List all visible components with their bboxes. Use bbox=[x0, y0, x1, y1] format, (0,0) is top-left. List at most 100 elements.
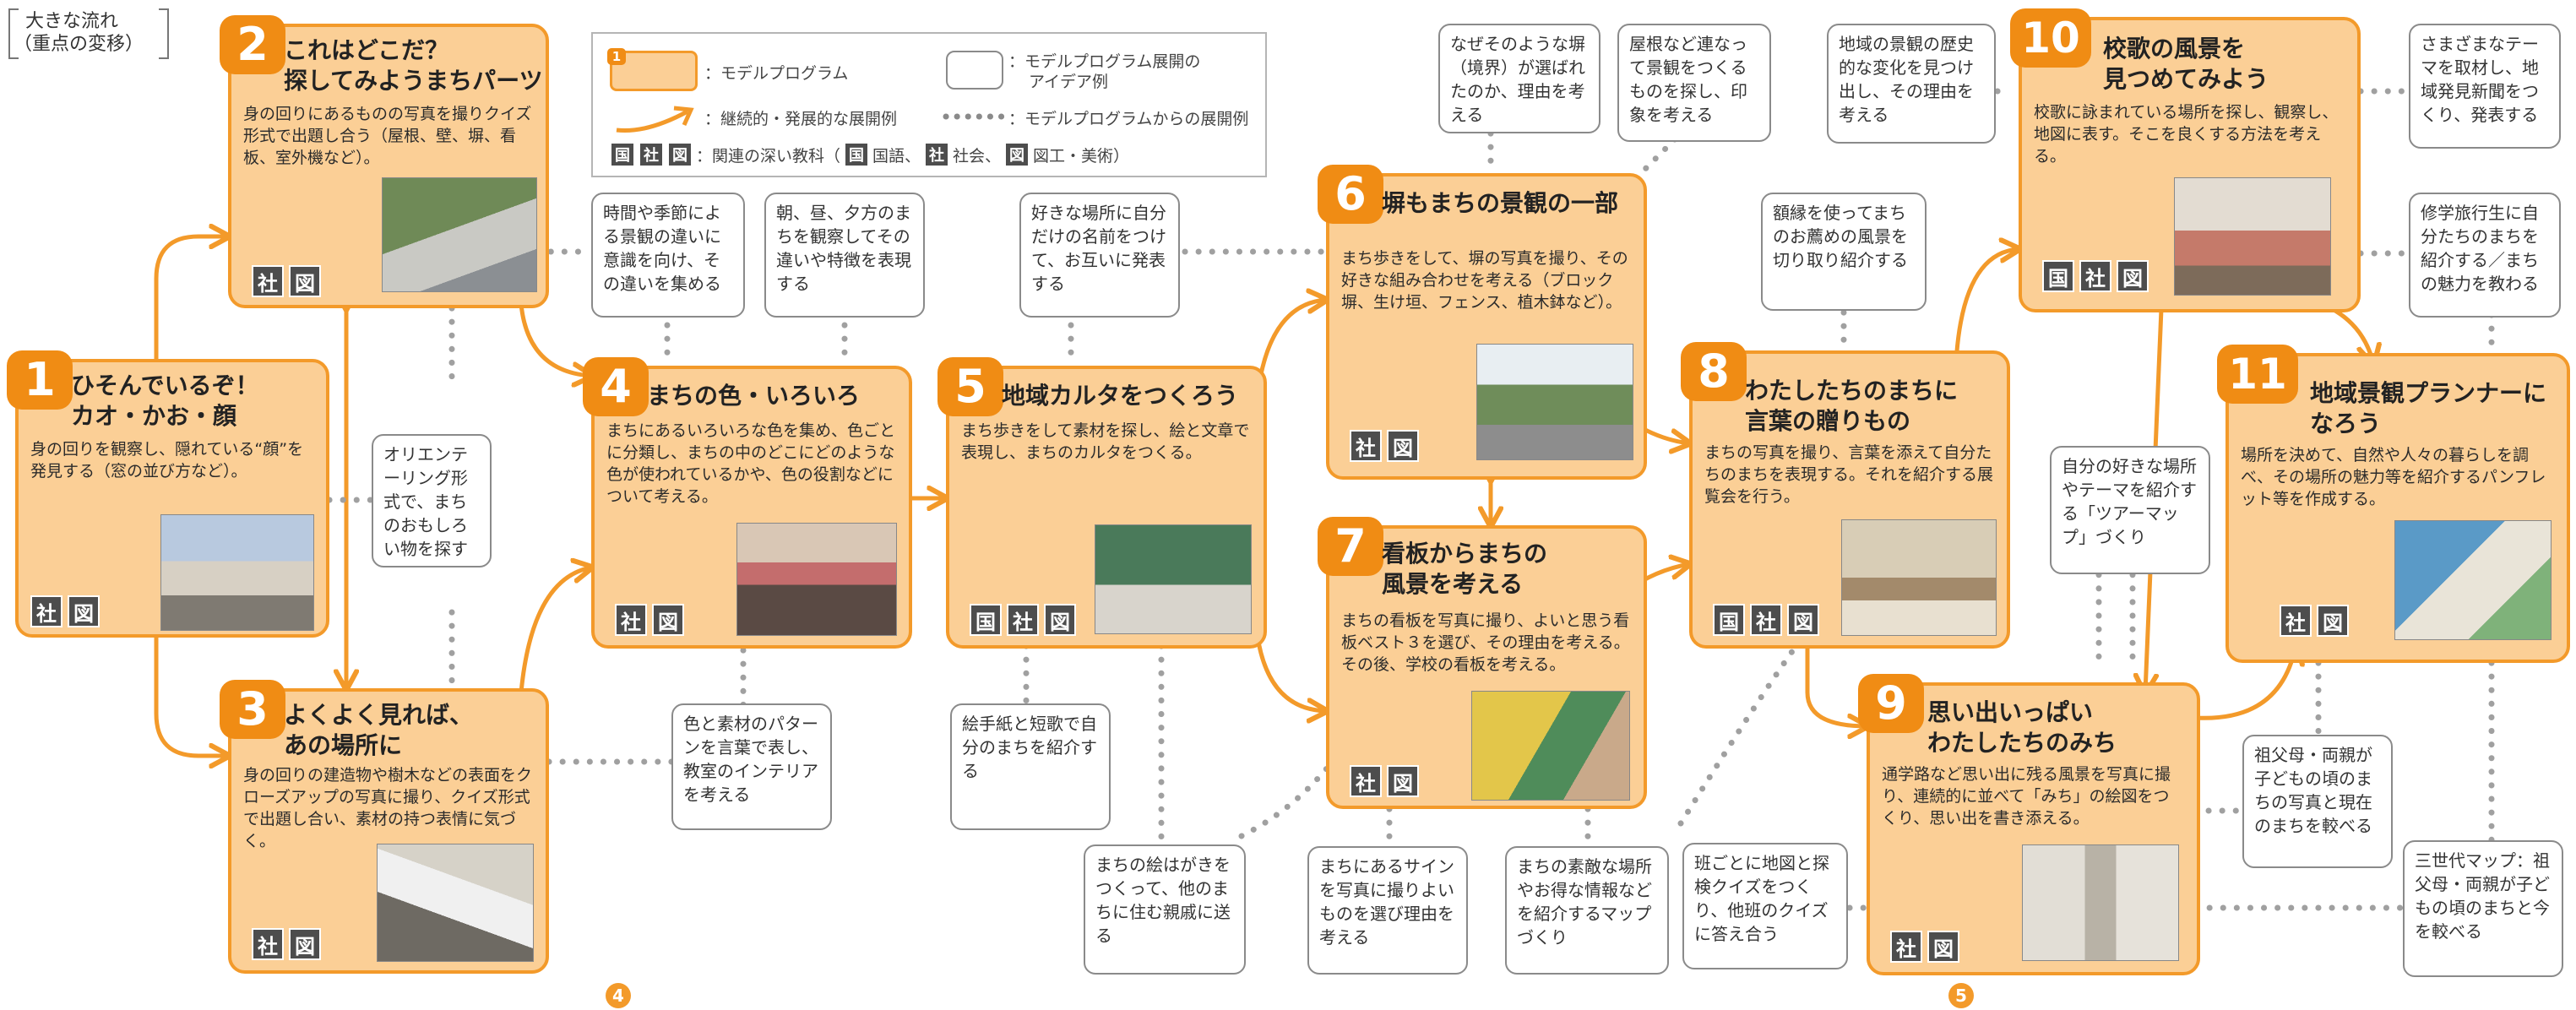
program-description: 身の回りを観察し、隠れている“顔”を発見する（窓の並び方など）。 bbox=[30, 440, 304, 481]
legend-koku-badge: 国 bbox=[844, 142, 870, 167]
program-description: 身の回りの建造物や樹木などの表面をクローズアップの写真に撮り、クイズ形式で出題し… bbox=[243, 766, 533, 850]
idea-note: 絵手紙と短歌で自分のまちを紹介する bbox=[950, 703, 1111, 830]
subject-badges: 国 社 図 bbox=[2042, 260, 2149, 292]
pamphlet-photo bbox=[2394, 520, 2552, 640]
idea-note: 班ごとに地図と探検クイズをつくり、他班のクイズに答え合う bbox=[1682, 843, 1848, 969]
street-wall-photo bbox=[1476, 344, 1633, 460]
subject-badge: 図 bbox=[289, 928, 321, 960]
subject-badge: 社 bbox=[1750, 604, 1782, 636]
idea-note: 朝、昼、夕方のまちを観察してその違いや特徴を表現する bbox=[764, 193, 925, 318]
idea-note: オリエンテーリング形式で、まちのおもしろい物を探す bbox=[372, 434, 492, 567]
subject-badge: 図 bbox=[1387, 765, 1419, 797]
subject-badges: 社 図 bbox=[30, 595, 100, 627]
legend-arrow-icon bbox=[616, 106, 694, 133]
subject-badge: 図 bbox=[1387, 430, 1419, 462]
subject-badge: 国 bbox=[2042, 260, 2074, 292]
subject-badge: 社 bbox=[252, 928, 284, 960]
program-title: 校歌の風景を 見つめてみよう bbox=[2103, 35, 2269, 93]
hallway-display-photo bbox=[2022, 844, 2179, 961]
legend-zu-label: 図工・美術） bbox=[1033, 146, 1130, 166]
program-title: よくよく見れば、 あの場所に bbox=[284, 701, 474, 759]
legend-badge-koku: 国 bbox=[610, 142, 635, 167]
program-3: 3 よくよく見れば、 あの場所に 身の回りの建造物や樹木などの表面をクローズアッ… bbox=[220, 680, 549, 974]
program-title: これはどこだ？ 探してみようまちパーツ bbox=[284, 36, 543, 95]
subject-badge: 図 bbox=[652, 604, 684, 636]
idea-note: 三世代マップ：祖父母・両親が子どもの頃のまちと今を較べる bbox=[2403, 840, 2563, 977]
idea-note: なぜそのような塀（境界）が選ばれたのか、理由を考える bbox=[1438, 24, 1600, 133]
legend-badge-zu: 図 bbox=[667, 142, 693, 167]
subject-badge: 社 bbox=[1350, 430, 1382, 462]
subject-badge: 社 bbox=[1890, 931, 1922, 963]
program-title: まちの色・いろいろ bbox=[647, 382, 861, 410]
subject-badges: 社 図 bbox=[1350, 430, 1419, 462]
program-7: 7 看板からまちの 風景を考える まちの看板を写真に撮り、よいと思う看板ベスト３… bbox=[1318, 517, 1647, 809]
legend-sha-label: 社会、 bbox=[953, 146, 1002, 166]
program-title: わたしたちのまちに 言葉の贈りもの bbox=[1745, 377, 1959, 435]
heading-line2: （重点の変移） bbox=[14, 34, 144, 55]
idea-note: 時間や季節による景観の違いに意識を向け、その違いを集める bbox=[591, 193, 745, 318]
program-description: まちの看板を写真に撮り、よいと思う看板ベスト３を選び、その理由を考える。その後、… bbox=[1341, 611, 1630, 674]
idea-note: 屋根など連なって景観をつくるものを探し、印象を考える bbox=[1617, 24, 1771, 142]
legend-continuous-text: ：継続的・発展的な展開例 bbox=[704, 110, 898, 128]
idea-note: 自分の好きな場所やテーマを紹介する「ツアーマップ」づくり bbox=[2050, 446, 2210, 574]
karuta-board-photo bbox=[1095, 524, 1252, 634]
program-10: 10 校歌の風景を 見つめてみよう 校歌に詠まれている場所を探し、観察し、地図に… bbox=[2010, 8, 2361, 312]
legend-idea-swatch bbox=[946, 51, 1003, 90]
subject-badge: 図 bbox=[2117, 260, 2149, 292]
program-title: 地域カルタをつくろう bbox=[1002, 382, 1239, 410]
program-description: 身の回りにあるものの写真を撮りクイズ形式で出題し合う（屋根、壁、塀、看板、室外機… bbox=[243, 105, 532, 167]
legend-subjects-text: ：関連の深い教科（ bbox=[696, 146, 841, 166]
legend-badge-sha: 社 bbox=[639, 142, 664, 167]
subject-badge: 社 bbox=[615, 604, 647, 636]
subject-badges: 社 図 bbox=[2280, 605, 2349, 637]
subject-badge: 図 bbox=[1044, 604, 1076, 636]
program-number: 4 bbox=[583, 357, 649, 416]
program-number: 5 bbox=[937, 357, 1003, 416]
legend-model-swatch: 1 bbox=[607, 48, 698, 91]
idea-note: 地域の景観の歴史的な変化を見つけ出し、その理由を考える bbox=[1827, 24, 1996, 144]
program-8: 8 わたしたちのまちに 言葉の贈りもの まちの写真を撮り、言葉を添えて自分たちの… bbox=[1681, 342, 2010, 649]
subject-badge: 図 bbox=[1927, 931, 1959, 963]
legend-idea-text1: ：モデルプログラム展開の bbox=[1008, 52, 1201, 71]
program-5: 5 地域カルタをつくろう まち歩きをして素材を探し、絵と文章で表現し、まちのカル… bbox=[937, 357, 1267, 649]
idea-note: 修学旅行生に自分たちのまちを紹介する／まちの魅力を教わる bbox=[2409, 193, 2561, 318]
program-9: 9 思い出いっぱい わたしたちのみち 通学路など思い出に残る風景を写真に撮り、連… bbox=[1858, 674, 2200, 975]
program-number: 1 bbox=[7, 350, 73, 410]
subject-badges: 社 図 bbox=[1890, 931, 1959, 963]
legend-zu-badge: 図 bbox=[1004, 142, 1030, 167]
program-description: 通学路など思い出に残る風景を写真に撮り、連続的に並べて「みち」の絵図をつくり、思… bbox=[1882, 765, 2171, 828]
subject-badge: 社 bbox=[2079, 260, 2111, 292]
page-marker: 4 bbox=[606, 983, 631, 1008]
subject-badges: 社 図 bbox=[252, 265, 321, 297]
program-title: ひそんでいるぞ！ カオ・かお・顔 bbox=[71, 372, 259, 430]
program-title: 地域景観プランナーに なろう bbox=[2310, 379, 2547, 437]
program-number: 8 bbox=[1681, 342, 1747, 401]
program-title: 塀もまちの景観の一部 bbox=[1382, 189, 1619, 217]
subject-badge: 国 bbox=[1713, 604, 1745, 636]
subject-badges: 社 図 bbox=[252, 928, 321, 960]
program-description: まちの写真を撮り、言葉を添えて自分たちのまちを表現する。それを紹介する展覧会を行… bbox=[1704, 443, 1994, 506]
subject-badge: 図 bbox=[289, 265, 321, 297]
subject-badge: 社 bbox=[1350, 765, 1382, 797]
program-number: 3 bbox=[220, 680, 285, 739]
heading-line1: 大きな流れ bbox=[25, 11, 119, 32]
subject-badges: 社 図 bbox=[1350, 765, 1419, 797]
legend-sha-badge: 社 bbox=[924, 142, 950, 167]
legend: 1 ：モデルプログラム ：モデルプログラム展開の アイデア例 ：継続的・発展的な… bbox=[591, 32, 1267, 177]
idea-note: さまざまなテーマを取材し、地域発見新聞をつくり、発表する bbox=[2409, 24, 2561, 149]
program-description: まちにあるいろいろな色を集め、色ごとに分類し、まちの中のどこにどのような色が使わ… bbox=[606, 421, 896, 506]
flow-heading: 大きな流れ （重点の変移） bbox=[8, 8, 169, 59]
program-description: まち歩きをして、塀の写真を撮り、その好きな組み合わせを考える（ブロック塀、生け垣… bbox=[1341, 249, 1628, 312]
school-building-photo bbox=[160, 514, 314, 631]
subject-badge: 社 bbox=[2280, 605, 2312, 637]
subject-badge: 図 bbox=[1787, 604, 1819, 636]
subject-badge: 社 bbox=[30, 595, 62, 627]
program-title: 看板からまちの 風景を考える bbox=[1382, 540, 1548, 598]
legend-idea-text2: アイデア例 bbox=[1029, 73, 1109, 91]
legend-model-number: 1 bbox=[607, 48, 626, 65]
signboard-photo bbox=[1471, 691, 1630, 801]
program-11: 11 地域景観プランナーに なろう 場所を決めて、自然や人々の暮らしを調べ、その… bbox=[2217, 345, 2570, 663]
program-title: 思い出いっぱい わたしたちのみち bbox=[1927, 698, 2117, 757]
program-6: 6 塀もまちの景観の一部 まち歩きをして、塀の写真を撮り、その好きな組み合わせを… bbox=[1318, 165, 1647, 480]
program-description: まち歩きをして素材を探し、絵と文章で表現し、まちのカルタをつくる。 bbox=[961, 421, 1250, 462]
